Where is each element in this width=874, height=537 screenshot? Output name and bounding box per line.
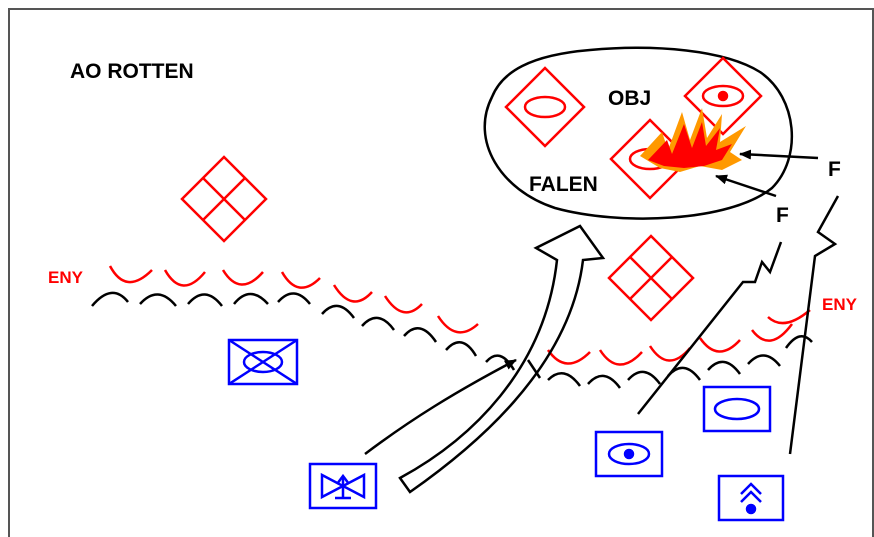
main-attack-arrow — [398, 224, 606, 494]
friendly-artillery-unit-icon — [717, 474, 785, 522]
frame-border — [8, 8, 874, 537]
area-label: AO ROTTEN — [70, 60, 194, 83]
fire-line-left — [637, 241, 783, 415]
enemy-label-left: ENY — [48, 268, 84, 287]
enemy-mech-infantry-diamond-icon — [180, 155, 268, 243]
obstacle-line — [91, 291, 813, 389]
fire-arrow-left — [715, 174, 777, 198]
friendly-engineer-unit-icon — [308, 462, 378, 510]
supporting-attack-arrow — [364, 358, 517, 455]
objective-label-bottom: FALEN — [529, 173, 598, 196]
gap-marker — [526, 359, 542, 379]
friendly-recon-unit-icon — [594, 430, 664, 478]
fire-line-right — [788, 195, 840, 455]
fire-label-right: F — [828, 158, 841, 181]
objective-label-top: OBJ — [608, 87, 651, 110]
enemy-mech-infantry-diamond-icon-2 — [607, 234, 695, 322]
friendly-armor-unit-icon — [702, 385, 772, 433]
enemy-label-right: ENY — [822, 295, 858, 314]
fire-label-left: F — [776, 204, 789, 227]
enemy-armor-diamond-icon — [504, 66, 586, 148]
explosion-icon — [640, 108, 746, 172]
enemy-obstacle-line-left — [108, 265, 479, 334]
fire-arrow-right — [739, 149, 819, 160]
enemy-recon-diamond-icon — [683, 56, 763, 136]
enemy-obstacle-line-right — [546, 309, 811, 366]
objective-boundary — [483, 46, 794, 220]
friendly-mech-infantry-unit-icon — [227, 338, 299, 386]
